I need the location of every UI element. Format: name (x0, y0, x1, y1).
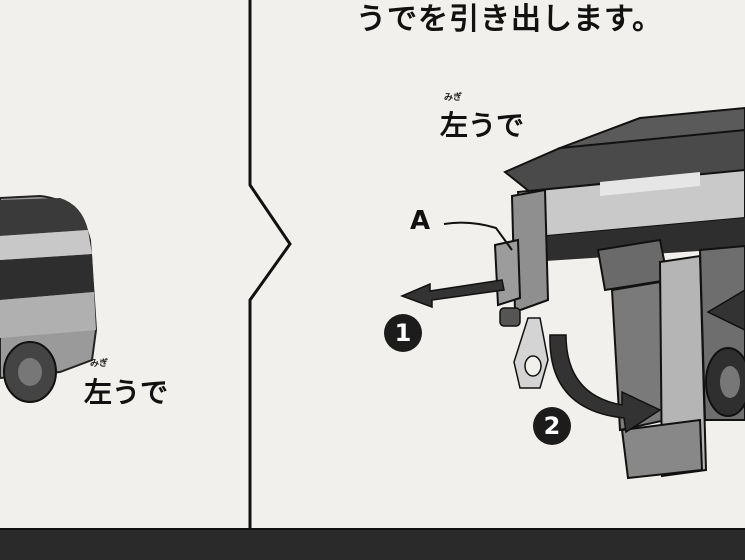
robot-transform-illustration (493, 106, 745, 480)
arrow-step2-icon (549, 334, 662, 434)
panel-divider (248, 0, 292, 528)
step-1-badge: 1 (384, 314, 422, 352)
ruby-annotation-left: みぎ (90, 359, 109, 369)
arrow-partial-icon (706, 289, 745, 331)
instruction-header: うでを引き出します。 (356, 2, 663, 37)
part-a-label: A (410, 206, 431, 236)
left-arm-label-left: 左うで (84, 376, 169, 409)
arrow-step1-icon (399, 279, 505, 309)
part-a-leader-line (443, 221, 513, 251)
left-arm-label-right: 左うで (440, 109, 525, 142)
ruby-annotation-right: みぎ (444, 93, 463, 103)
train-toy-left-illustration (0, 194, 98, 403)
footer-bar (0, 528, 745, 560)
step-2-badge: 2 (533, 407, 571, 445)
